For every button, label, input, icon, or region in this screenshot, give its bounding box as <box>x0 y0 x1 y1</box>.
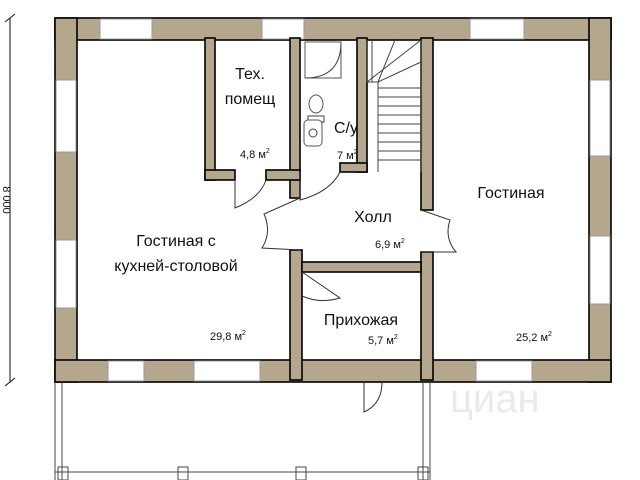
staircase <box>366 39 422 172</box>
wall-tech-bath <box>289 37 301 199</box>
window <box>469 18 525 40</box>
wall-entry-left <box>289 249 303 381</box>
wall-bath-right <box>356 37 368 173</box>
room-bath-area: 7 м2 <box>337 149 358 162</box>
room-tech: Тех. помещ 4,8 м2 <box>225 66 276 161</box>
shower-tray-icon <box>304 41 342 79</box>
window <box>589 79 611 157</box>
watermark-text: циан <box>450 377 540 421</box>
room-hall: Холл 6,9 м2 <box>354 209 405 251</box>
room-bath-name: С/у <box>334 120 358 137</box>
interior-walls <box>204 37 434 381</box>
window <box>55 239 77 309</box>
room-bath: С/у 7 м2 <box>334 120 358 162</box>
wall-living-left-lower <box>420 251 434 381</box>
room-hall-name: Холл <box>354 209 392 226</box>
wall-hall-bottom <box>301 261 422 273</box>
room-living-kitchen-area: 29,8 м2 <box>210 330 246 343</box>
wall-tech-left <box>204 37 216 181</box>
room-entry: Прихожая 5,7 м2 <box>324 312 398 347</box>
room-tech-area: 4,8 м2 <box>240 148 270 161</box>
room-tech-name-2: помещ <box>225 91 276 108</box>
wall-left <box>54 17 78 383</box>
wall-tech-bottom-2 <box>265 169 301 181</box>
room-living-area: 25,2 м2 <box>516 331 552 344</box>
window <box>55 79 77 153</box>
dimension-line: 8 000 <box>0 13 16 387</box>
room-entry-name: Прихожая <box>324 312 398 329</box>
door-hall-right <box>420 209 458 253</box>
wall-bath-bottom <box>339 162 368 173</box>
room-entry-area: 5,7 м2 <box>368 334 398 347</box>
window <box>589 235 611 305</box>
toilet-icon <box>308 94 324 114</box>
window <box>261 18 305 40</box>
door-bath <box>299 171 341 201</box>
room-living-name: Гостиная <box>477 185 544 202</box>
wall-right <box>588 17 612 383</box>
room-living-kitchen-name-2: кухней-столовой <box>114 258 237 275</box>
window <box>99 18 153 40</box>
door-tech <box>234 179 267 209</box>
room-tech-name-1: Тех. <box>235 66 265 83</box>
room-living-kitchen-name-1: Гостиная с <box>136 233 216 250</box>
doors <box>234 171 458 413</box>
bathroom-fixtures <box>303 41 342 147</box>
dimension-label: 8 000 <box>0 186 12 214</box>
windows <box>55 18 611 382</box>
room-living: Гостиная 25,2 м2 <box>477 185 552 344</box>
room-hall-area: 6,9 м2 <box>375 238 405 251</box>
sink-icon <box>303 119 323 147</box>
window <box>107 360 145 382</box>
wall-living-left <box>420 37 434 211</box>
door-front <box>363 381 383 413</box>
door-hall-left <box>261 197 301 251</box>
room-living-kitchen: Гостиная с кухней-столовой 29,8 м2 <box>114 233 246 343</box>
window <box>193 360 261 382</box>
window <box>475 360 533 382</box>
door-entry <box>301 271 342 302</box>
wall-tech-bottom <box>204 169 236 181</box>
porch <box>54 382 431 480</box>
